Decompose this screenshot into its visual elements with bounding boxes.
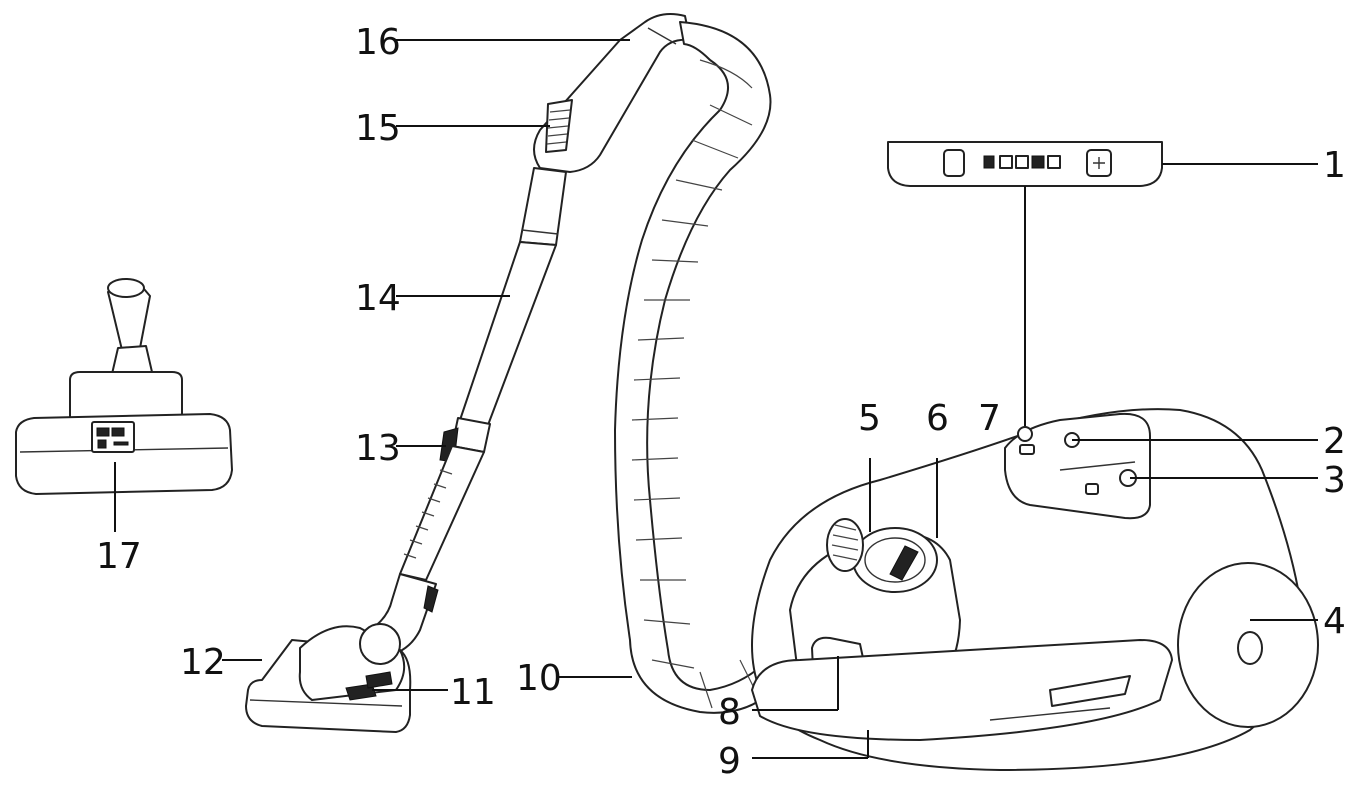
callout-9: 9 [718, 741, 741, 782]
leader-lines [114, 39, 1318, 759]
callout-17: 17 [96, 536, 142, 577]
callout-labels: 1 2 3 4 5 6 7 8 9 10 11 12 13 14 15 16 1… [96, 22, 1346, 782]
callout-13: 13 [355, 428, 401, 469]
callout-4: 4 [1323, 601, 1346, 642]
callout-8: 8 [718, 692, 741, 733]
wand-illustration [369, 13, 691, 656]
callout-14: 14 [355, 278, 401, 319]
callout-3: 3 [1323, 460, 1346, 501]
callout-15: 15 [355, 108, 401, 149]
floor-nozzle-illustration [245, 623, 412, 733]
callout-5: 5 [858, 398, 881, 439]
turbo-brush-illustration [15, 278, 233, 495]
callout-7: 7 [978, 398, 1001, 439]
control-panel-detail-illustration [887, 141, 1163, 442]
canister-body-illustration [751, 408, 1319, 771]
callout-12: 12 [180, 642, 226, 683]
callout-6: 6 [926, 398, 949, 439]
callout-16: 16 [355, 22, 401, 63]
callout-10: 10 [516, 658, 562, 699]
callout-2: 2 [1323, 421, 1346, 462]
callout-1: 1 [1323, 145, 1346, 186]
callout-11: 11 [450, 672, 496, 713]
